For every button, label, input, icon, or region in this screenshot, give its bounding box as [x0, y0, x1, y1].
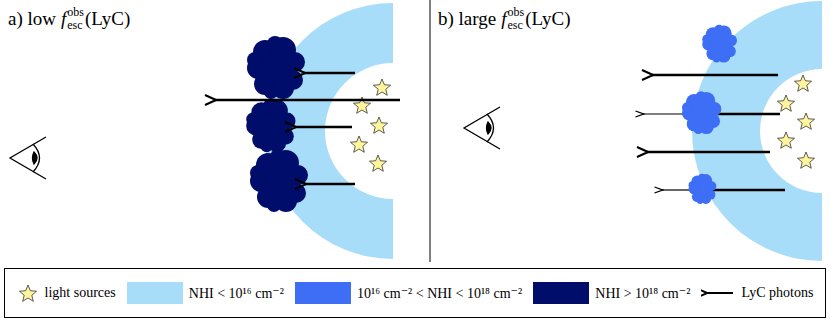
- legend-swatch: [295, 282, 351, 304]
- medium-clouds: [682, 25, 737, 204]
- light-sources: [350, 79, 390, 171]
- panel-label: a) low: [8, 9, 56, 28]
- dense-clouds: [246, 36, 308, 212]
- panel-label: b) large: [438, 9, 496, 28]
- subscript: esc: [67, 19, 84, 32]
- legend-text: NHI < 10¹⁶ cm⁻²: [189, 285, 284, 302]
- label-suffix: (LyC): [525, 9, 570, 28]
- symbol-f: f: [61, 9, 66, 28]
- script-stack: obsesc: [508, 6, 525, 31]
- panel-title: a) low fobsesc(LyC): [8, 6, 130, 31]
- legend-swatch: [533, 282, 589, 304]
- script-stack: obsesc: [67, 6, 84, 31]
- label-suffix: (LyC): [85, 9, 130, 28]
- legend-item: LyC photons: [701, 285, 813, 301]
- legend-swatch: [127, 282, 183, 304]
- panel-divider: [430, 0, 431, 262]
- legend-item: 10¹⁶ cm⁻² < NHI < 10¹⁸ cm⁻²: [295, 282, 522, 304]
- light-sources: [777, 75, 814, 168]
- legend-item: NHI < 10¹⁶ cm⁻²: [127, 282, 284, 304]
- legend-item: NHI > 10¹⁸ cm⁻²: [533, 282, 690, 304]
- star-symbol: [17, 282, 39, 304]
- observer-eye: [10, 137, 46, 179]
- legend-text: 10¹⁶ cm⁻² < NHI < 10¹⁸ cm⁻²: [357, 285, 522, 302]
- legend-text: LyC photons: [741, 285, 813, 301]
- observer-eye: [464, 107, 500, 149]
- superscript: obs: [67, 6, 84, 19]
- superscript: obs: [508, 6, 525, 19]
- legend-text: NHI > 10¹⁸ cm⁻²: [595, 285, 690, 302]
- legend-text: light sources: [45, 285, 116, 301]
- subscript: esc: [508, 19, 525, 32]
- arrow-symbol: [701, 286, 735, 300]
- lyc-arrows: [643, 75, 785, 190]
- symbol-f: f: [501, 9, 506, 28]
- lyc-arrows: [215, 73, 400, 184]
- legend-item: light sources: [17, 282, 116, 304]
- panel-title: b) large fobsesc(LyC): [438, 6, 571, 31]
- legend-box: light sources NHI < 10¹⁶ cm⁻² 10¹⁶ cm⁻² < …: [4, 268, 826, 318]
